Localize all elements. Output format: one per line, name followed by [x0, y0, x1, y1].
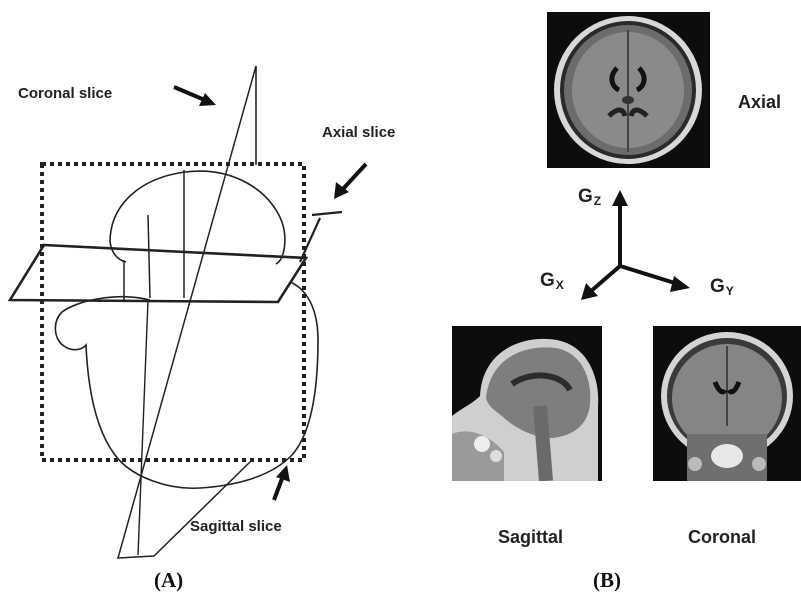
coronal-cut-line — [138, 300, 148, 555]
axial-view-label: Axial — [738, 92, 781, 113]
axial-plane-mark — [312, 212, 342, 215]
sagittal-slice-label: Sagittal slice — [190, 518, 282, 535]
gradient-axes — [420, 0, 801, 599]
panel-a-caption: (A) — [154, 568, 183, 593]
axial-arrow — [334, 164, 366, 199]
panel-b-caption: (B) — [593, 568, 621, 593]
coronal-plane-edge — [118, 66, 256, 558]
gy-axis-arrow — [620, 266, 690, 292]
gx-label: GX — [540, 270, 564, 292]
gz-axis-arrow — [612, 190, 628, 266]
gz-label: GZ — [578, 186, 601, 208]
sagittal-plane-line-3 — [148, 215, 150, 298]
coronal-view-label: Coronal — [688, 527, 756, 548]
gy-label: GY — [710, 276, 734, 298]
axial-plane — [10, 245, 306, 302]
cranium-left — [110, 242, 126, 262]
gx-axis-arrow — [581, 266, 620, 300]
sagittal-view-label: Sagittal — [498, 527, 563, 548]
axial-slice-label: Axial slice — [322, 124, 395, 141]
coronal-arrow — [174, 87, 216, 106]
panel-a-slice-diagram: Coronal slice Axial slice Sagittal slice… — [0, 0, 420, 599]
coronal-slice-label: Coronal slice — [18, 85, 112, 102]
sagittal-arrow — [274, 465, 290, 500]
panel-b-mri-views: GZ GX GY Axial Sagittal Coronal (B) — [420, 0, 801, 599]
sagittal-plane-box — [42, 164, 304, 460]
